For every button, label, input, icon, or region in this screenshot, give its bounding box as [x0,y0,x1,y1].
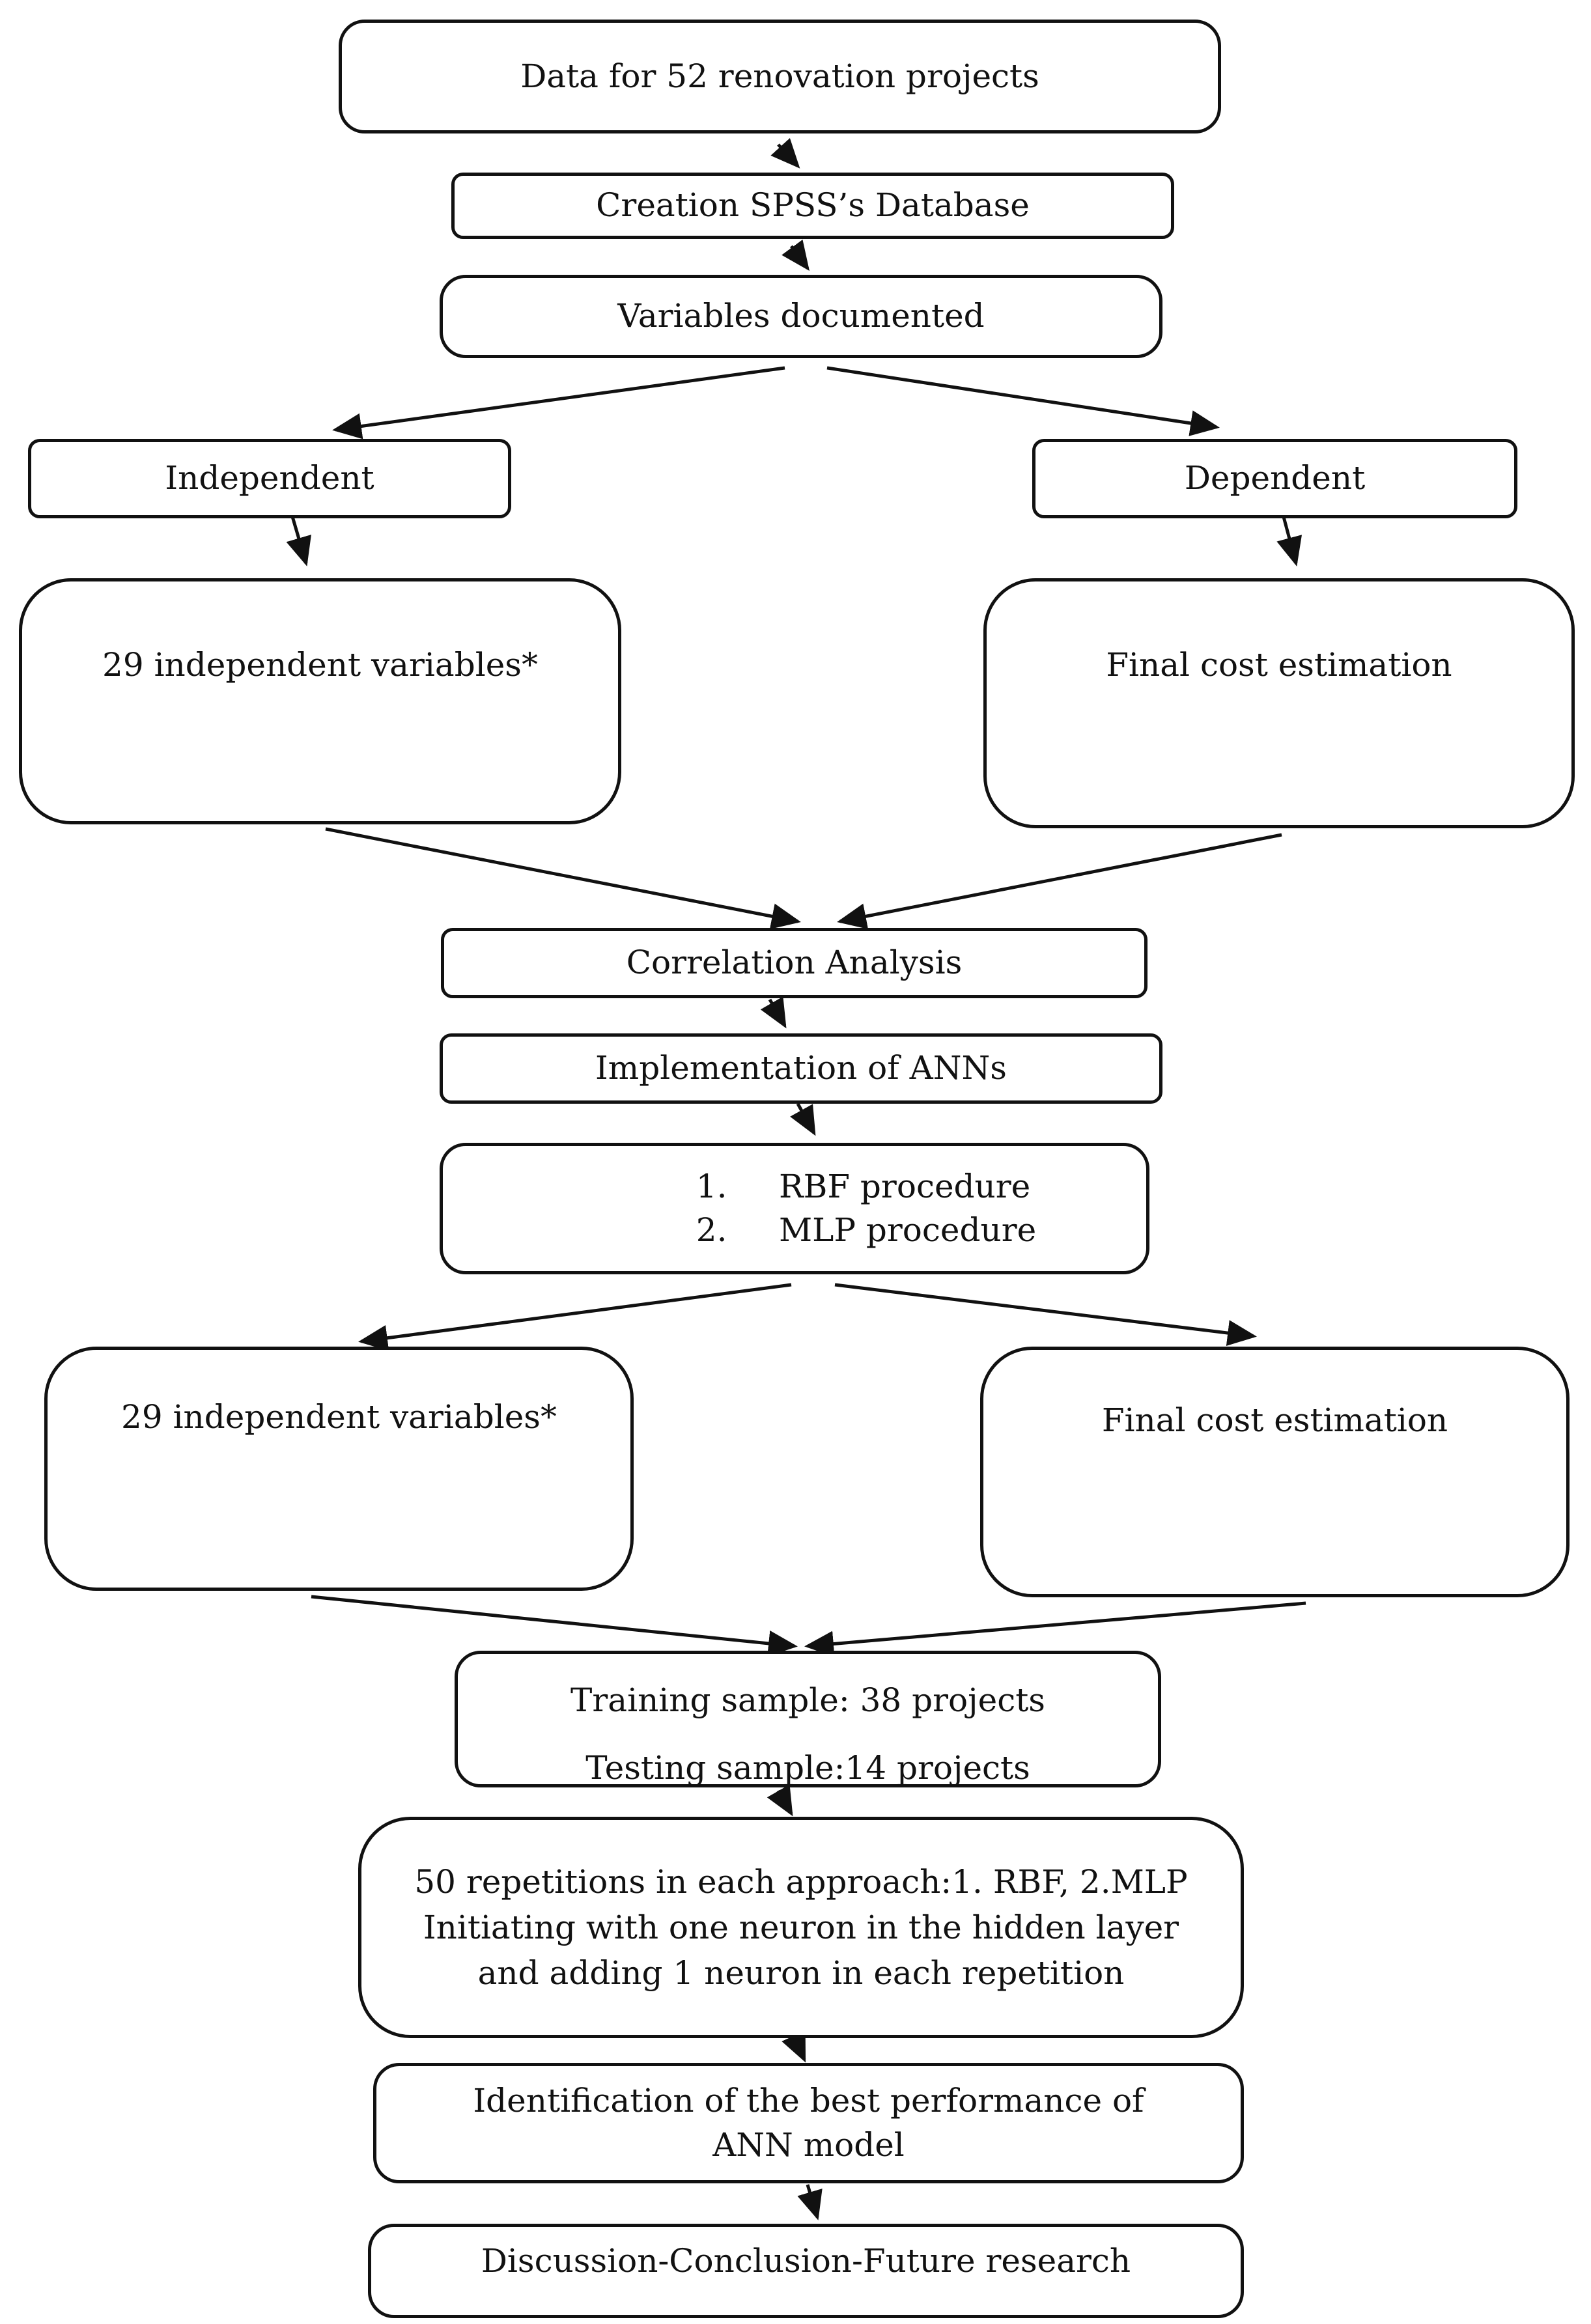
repetitions-label: 50 repetitions in each approach:1. RBF, … [414,1863,1188,1992]
best-performance-label: Identification of the best performance o… [473,2082,1144,2164]
dependent-box: Dependent [1032,439,1517,518]
correlation-analysis-label: Correlation Analysis [626,944,963,982]
final-cost-box-1: Final cost estimation [983,578,1575,828]
arrow-cost1-to-correlation [837,833,1282,929]
independent-box: Independent [28,439,511,518]
independent-label: Independent [165,459,374,497]
variables-documented-box: Variables documented [440,275,1162,358]
arrow-repetitions-to-best [781,2030,806,2063]
data-projects-label: Data for 52 renovation projects [520,57,1039,95]
spss-database-box: Creation SPSS’s Database [451,173,1174,239]
arrow-training-to-repetitions [767,1784,793,1817]
final-cost-label-2: Final cost estimation [1101,1401,1448,1439]
arrow-vars2-to-training [311,1595,798,1657]
implementation-anns-label: Implementation of ANNs [595,1049,1007,1087]
discussion-label: Discussion-Conclusion-Future research [481,2241,1131,2280]
arrow-variables-to-independent [332,366,785,440]
arrow-ann-to-procedures [790,1102,816,1136]
training-testing-box: Training sample: 38 projects Testing sam… [455,1651,1161,1787]
arrow-data-to-spss [770,137,800,169]
procedure-item-mlp: 2. MLP procedure [696,1211,1037,1249]
variables-documented-label: Variables documented [617,297,985,335]
independent-variables-label-2: 29 independent variables* [121,1398,557,1436]
arrow-dependent-to-cost1 [1276,514,1302,567]
training-sample-label: Training sample: 38 projects [570,1681,1045,1719]
arrow-procedures-to-vars2 [358,1283,792,1351]
testing-sample-label: Testing sample:14 projects [585,1748,1030,1787]
dependent-label: Dependent [1184,459,1366,497]
correlation-analysis-box: Correlation Analysis [441,928,1147,998]
data-projects-box: Data for 52 renovation projects [339,20,1221,133]
procedures-list: 1. RBF procedure 2. MLP procedure [696,1165,1036,1253]
arrow-cost2-to-training [804,1601,1306,1657]
spss-database-label: Creation SPSS’s Database [596,186,1030,225]
final-cost-box-2: Final cost estimation [980,1347,1570,1597]
independent-variables-box-2: 29 independent variables* [44,1347,634,1591]
discussion-box: Discussion-Conclusion-Future research [368,2224,1244,2318]
procedures-box: 1. RBF procedure 2. MLP procedure [440,1143,1149,1274]
final-cost-label-1: Final cost estimation [1106,646,1452,684]
independent-variables-label-1: 29 independent variables* [102,646,538,684]
arrow-correlation-to-ann [760,996,787,1029]
best-performance-box: Identification of the best performance o… [373,2063,1244,2183]
arrow-best-to-discussion [797,2184,823,2220]
repetitions-box: 50 repetitions in each approach:1. RBF, … [358,1817,1244,2038]
arrow-variables-to-dependent [826,366,1220,436]
procedure-item-rbf: 1. RBF procedure [696,1167,1031,1205]
arrow-independent-to-vars1 [286,514,311,567]
arrow-spss-to-variables [781,239,810,272]
arrow-procedures-to-cost2 [834,1283,1257,1346]
implementation-anns-box: Implementation of ANNs [440,1033,1162,1104]
arrow-vars1-to-correlation [325,827,801,929]
independent-variables-box-1: 29 independent variables* [19,578,621,824]
